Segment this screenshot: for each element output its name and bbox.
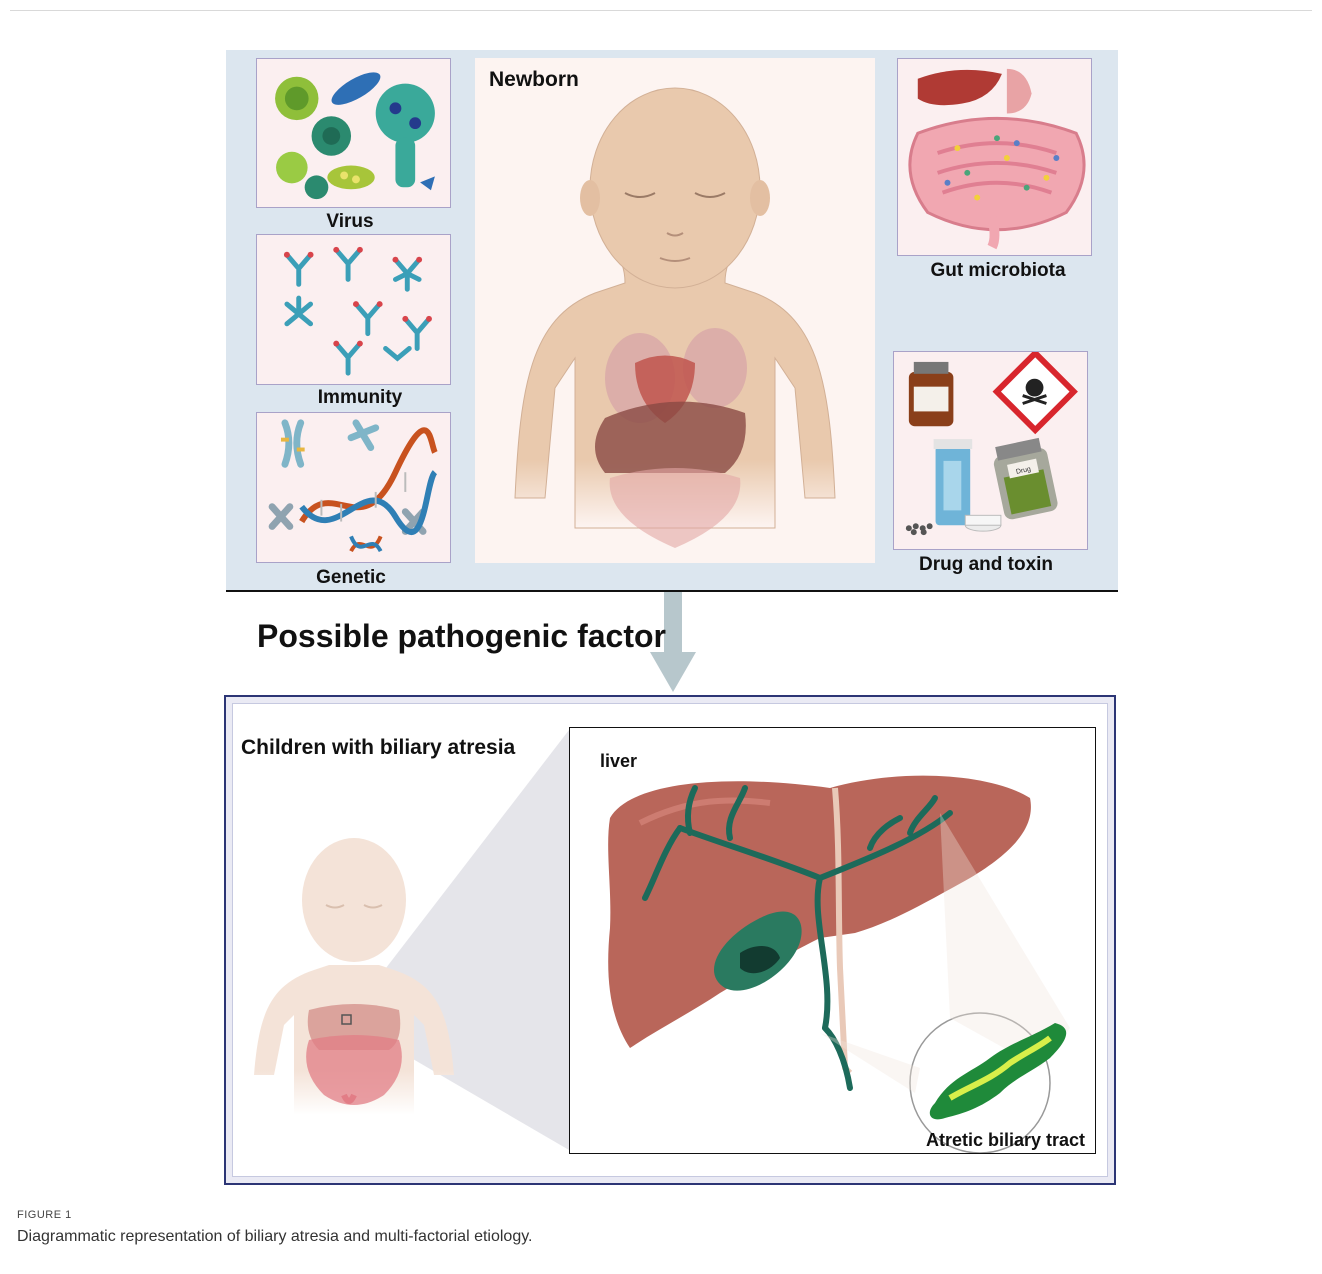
liver-label: liver bbox=[600, 751, 637, 772]
immunity-label: Immunity bbox=[318, 387, 402, 409]
virus-particle bbox=[275, 66, 435, 199]
newborn-title: Newborn bbox=[489, 68, 579, 92]
biliary-atresia-title: Children with biliary atresia bbox=[241, 736, 515, 760]
pathogenic-factor-title: Possible pathogenic factor bbox=[257, 618, 666, 655]
drug-toxin-illustration: Drug bbox=[893, 351, 1088, 550]
newborn-illustration: Newborn bbox=[475, 58, 875, 563]
top-rule bbox=[10, 10, 1312, 11]
liver-illustration: liver Atretic biliary tract bbox=[569, 727, 1096, 1154]
figure-caption: Diagrammatic representation of biliary a… bbox=[17, 1228, 532, 1246]
atretic-tract-label: Atretic biliary tract bbox=[926, 1130, 1085, 1151]
gut-microbiota-label: Gut microbiota bbox=[930, 260, 1065, 282]
genetic-label: Genetic bbox=[316, 567, 386, 589]
gut-microbiota-illustration bbox=[897, 58, 1092, 256]
dna-illustration bbox=[256, 412, 451, 563]
antibody-illustration bbox=[256, 234, 451, 385]
virus-illustration bbox=[256, 58, 451, 208]
drug-toxin-label: Drug and toxin bbox=[919, 554, 1053, 576]
figure-label: FIGURE 1 bbox=[17, 1209, 72, 1221]
virus-label: Virus bbox=[326, 211, 373, 233]
